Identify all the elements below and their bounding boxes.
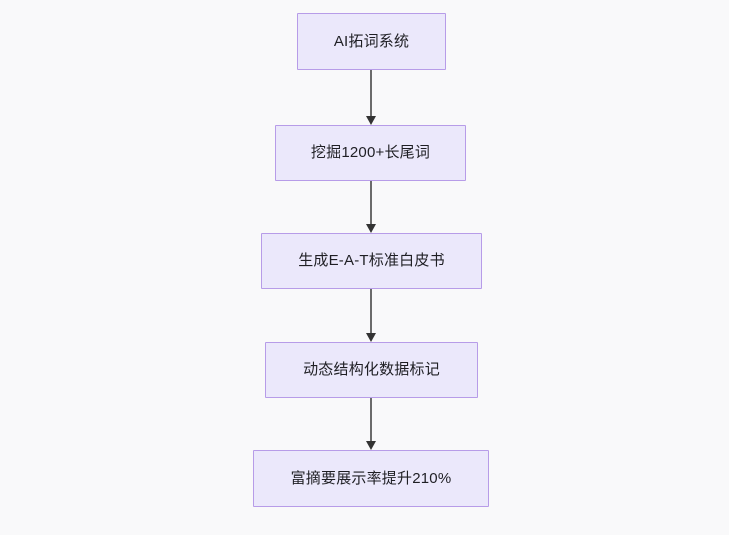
arrow-down-icon [365,224,376,233]
flowchart-node-5-label: 富摘要展示率提升210% [290,469,452,487]
flowchart-node-4[interactable]: 动态结构化数据标记 [265,342,478,398]
flowchart-node-4-label: 动态结构化数据标记 [303,361,440,378]
flowchart-node-3[interactable]: 生成E-A-T标准白皮书 [261,233,482,289]
arrow-down-icon [365,116,376,125]
flowchart-node-2[interactable]: 挖掘1200+长尾词 [275,125,466,181]
arrow-down-icon [365,333,376,342]
edge-line [370,398,372,442]
flowchart-node-5[interactable]: 富摘要展示率提升210% [253,450,489,507]
edge-line [370,70,372,117]
edge-line [370,181,372,225]
flowchart-node-3-label: 生成E-A-T标准白皮书 [298,252,445,269]
flowchart-node-2-label: 挖掘1200+长尾词 [310,144,431,161]
arrow-down-icon [365,441,376,450]
flowchart-node-1[interactable]: AI拓词系统 [297,13,446,70]
flowchart-node-1-label: AI拓词系统 [333,32,410,50]
edge-line [370,289,372,334]
